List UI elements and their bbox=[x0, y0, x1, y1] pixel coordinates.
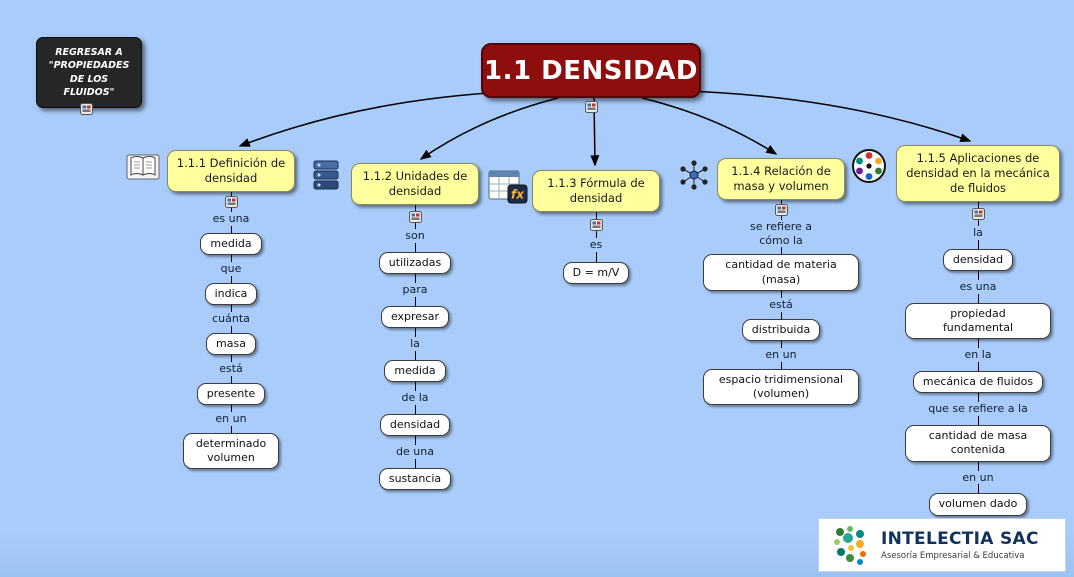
concept-box[interactable]: mecánica de fluidos bbox=[912, 370, 1044, 394]
linking-phrase: está bbox=[216, 362, 246, 376]
linking-phrase: son bbox=[402, 228, 428, 243]
molecule-icon bbox=[677, 158, 711, 192]
root-concept-densidad[interactable]: 1.1 DENSIDAD bbox=[481, 43, 701, 98]
concept-box[interactable]: cantidad de masa contenida bbox=[905, 425, 1051, 462]
branch-title[interactable]: 1.1.5 Aplicaciones de densidad en la mec… bbox=[896, 145, 1060, 202]
resource-icon[interactable] bbox=[222, 195, 240, 208]
resource-icon[interactable] bbox=[80, 103, 93, 115]
resource-icon[interactable] bbox=[585, 101, 598, 113]
linking-phrase: que bbox=[217, 261, 245, 276]
branch-title[interactable]: 1.1.1 Definición de densidad bbox=[167, 150, 295, 192]
concept-box[interactable]: expresar bbox=[380, 305, 450, 328]
intelectia-dots-logo-icon bbox=[829, 523, 873, 567]
branch-title[interactable]: 1.1.2 Unidades de densidad bbox=[351, 163, 479, 205]
resource-icon[interactable] bbox=[406, 210, 424, 223]
linking-phrase: en un bbox=[762, 348, 800, 362]
concept-box[interactable]: presente bbox=[196, 382, 266, 406]
branch-aplicaciones-mecanica-fluidos: 1.1.5 Aplicaciones de densidad en la mec… bbox=[895, 145, 1061, 516]
resource-icon[interactable] bbox=[969, 207, 987, 220]
linking-phrase: en un bbox=[959, 470, 997, 485]
logo-company-name: INTELECTIA SAC bbox=[881, 529, 1039, 549]
branch-title[interactable]: 1.1.4 Relación de masa y volumen bbox=[717, 158, 845, 200]
linking-phrase: está bbox=[766, 297, 796, 312]
open-book-icon bbox=[126, 153, 160, 181]
concept-box[interactable]: medida bbox=[384, 359, 446, 383]
branch-relacion-masa-volumen: 1.1.4 Relación de masa y volumen se refi… bbox=[699, 158, 863, 406]
linking-phrase: de la bbox=[398, 391, 432, 405]
svg-text:fx: fx bbox=[511, 188, 525, 202]
linking-phrase: en un bbox=[212, 412, 250, 426]
linking-phrase: es bbox=[586, 237, 606, 252]
concept-box[interactable]: indica bbox=[204, 282, 258, 305]
concept-box[interactable]: espacio tridimensional (volumen) bbox=[703, 368, 859, 406]
concept-box[interactable]: distribuida bbox=[741, 318, 821, 342]
linking-phrase: es una bbox=[209, 211, 253, 226]
concept-box[interactable]: densidad bbox=[942, 248, 1014, 271]
linking-phrase: cuánta bbox=[209, 311, 253, 326]
concept-box[interactable]: volumen dado bbox=[928, 493, 1028, 516]
concept-box[interactable]: masa bbox=[206, 332, 256, 356]
linking-phrase: la bbox=[407, 336, 423, 351]
linking-phrase: es una bbox=[956, 279, 1000, 294]
branch-unidades-de-densidad: 1.1.2 Unidades de densidad son utilizada… bbox=[347, 163, 483, 491]
linking-phrase: de una bbox=[393, 445, 437, 459]
linking-phrase: la bbox=[970, 225, 986, 240]
concept-box[interactable]: cantidad de materia (masa) bbox=[703, 254, 859, 291]
linking-phrase: en la bbox=[961, 348, 995, 362]
branch-formula-de-densidad: 1.1.3 Fórmula de densidad es D = m/V bbox=[530, 170, 662, 284]
concept-box[interactable]: determinado volumen bbox=[183, 432, 279, 470]
formula-fx-icon: fx bbox=[488, 170, 528, 204]
concept-box[interactable]: medida bbox=[200, 232, 262, 255]
concept-box[interactable]: densidad bbox=[379, 413, 451, 437]
resource-icon[interactable] bbox=[587, 218, 605, 231]
database-stack-icon bbox=[313, 160, 339, 190]
concept-box[interactable]: D = m/V bbox=[562, 261, 630, 284]
branch-definicion-de-densidad: 1.1.1 Definición de densidad es una medi… bbox=[163, 150, 299, 470]
intelectia-logo-box: INTELECTIA SAC Asesoría Empresarial & Ed… bbox=[818, 518, 1066, 572]
resource-icon[interactable] bbox=[772, 203, 790, 216]
logo-tagline: Asesoría Empresarial & Educativa bbox=[881, 551, 1025, 561]
branch-title[interactable]: 1.1.3 Fórmula de densidad bbox=[532, 170, 660, 212]
color-wheel-icon bbox=[851, 148, 887, 184]
concept-box[interactable]: propiedad fundamental bbox=[905, 302, 1051, 340]
concept-box[interactable]: sustancia bbox=[378, 467, 452, 491]
linking-phrase: para bbox=[399, 282, 431, 297]
back-to-fluid-properties-button[interactable]: REGRESAR A "PROPIEDADES DE LOS FLUIDOS" bbox=[36, 37, 142, 109]
concept-box[interactable]: utilizadas bbox=[378, 251, 452, 274]
linking-phrase: que se refiere a la bbox=[925, 402, 1031, 416]
linking-phrase: se refiere a cómo la bbox=[742, 219, 820, 248]
